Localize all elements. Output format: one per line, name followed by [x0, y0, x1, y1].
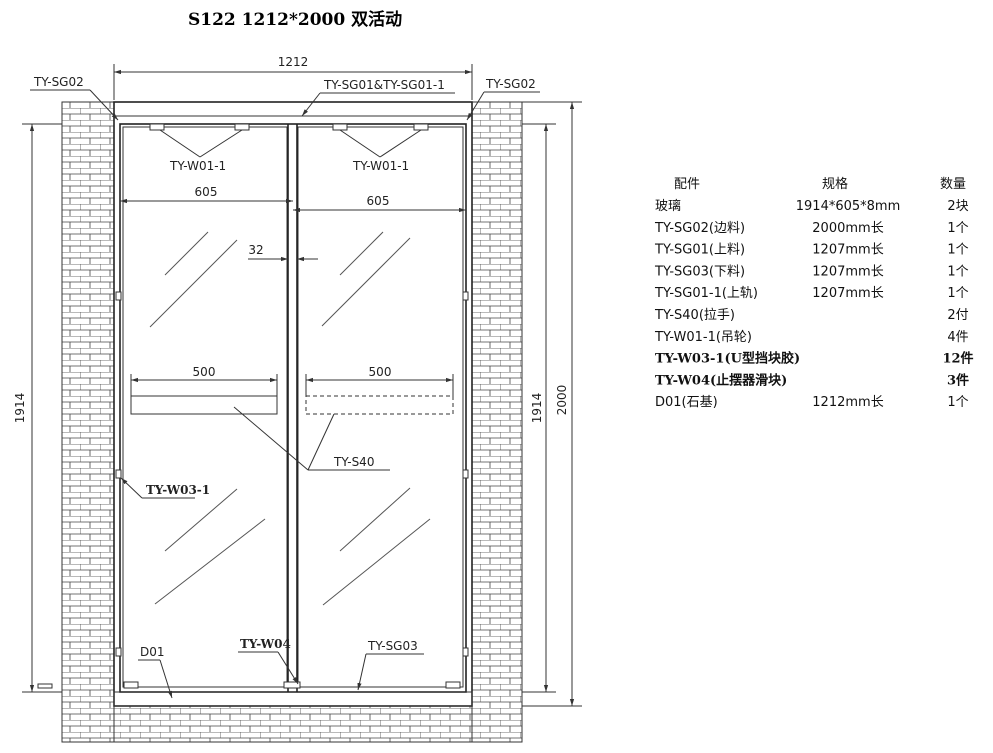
- table-cell-qty: 1个: [947, 243, 968, 258]
- table-cell-part: TY-W04(止摆器滑块): [655, 372, 787, 388]
- left-handle: [130, 395, 278, 415]
- table-cell-qty: 1个: [947, 221, 968, 236]
- table-row: D01(石基) 1212mm长 1个: [655, 395, 969, 410]
- dim-height-left: 1914: [13, 123, 62, 693]
- callout-wheel-right: TY-W01-1: [352, 159, 409, 173]
- table-cell-qty: 2块: [947, 199, 968, 214]
- callout-u-block: TY-W03-1: [146, 483, 210, 497]
- callout-sg02-left: TY-SG02: [33, 75, 84, 89]
- table-header-spec: 规格: [822, 176, 848, 192]
- table-row: TY-W04(止摆器滑块) 3件: [655, 372, 969, 388]
- table-header-qty: 数量: [940, 177, 966, 192]
- table-cell-qty: 12件: [942, 351, 973, 367]
- table-cell-part: TY-W03-1(U型挡块胶): [655, 351, 800, 367]
- left-handle-width-label: 500: [193, 365, 216, 379]
- right-inner-height-label: 1914: [530, 393, 544, 424]
- table-header-part: 配件: [674, 177, 700, 192]
- dim-height-right: 1914 2000: [522, 101, 582, 707]
- table-cell-spec: 1207mm长: [812, 243, 883, 258]
- callout-sg02-right: TY-SG02: [485, 77, 536, 91]
- callout-bottom: TY-SG03: [367, 639, 418, 653]
- right-outer-height-label: 2000: [555, 385, 569, 416]
- table-row: 玻璃 1914*605*8mm 2块: [655, 199, 969, 214]
- table-cell-qty: 1个: [947, 286, 968, 301]
- table-cell-qty: 1个: [947, 395, 968, 410]
- table-row: TY-W03-1(U型挡块胶) 12件: [655, 351, 974, 367]
- u-blocks: [37, 291, 469, 689]
- table-cell-qty: 3件: [947, 372, 969, 388]
- right-wall: [471, 101, 523, 743]
- dim-overall-width: 1212: [113, 55, 473, 100]
- table-cell-part: TY-SG01-1(上轨): [654, 286, 758, 301]
- table-cell-qty: 1个: [947, 264, 968, 279]
- drawing-title: S122 1212*2000 双活动: [188, 9, 402, 30]
- dim-panel-widths: 605 605: [120, 185, 466, 213]
- table-cell-part: TY-W01-1(吊轮): [654, 330, 752, 345]
- table-cell-qty: 2付: [947, 308, 968, 323]
- callout-handle: TY-S40: [333, 455, 374, 469]
- table-cell-spec: 1207mm长: [812, 286, 883, 301]
- table-row: TY-SG01-1(上轨) 1207mm长 1个: [654, 286, 969, 301]
- right-panel-width-label: 605: [367, 194, 390, 208]
- left-panel-width-label: 605: [195, 185, 218, 199]
- gap-label: 32: [248, 243, 263, 257]
- table-cell-spec: 1914*605*8mm: [796, 199, 901, 214]
- table-cell-part: TY-S40(拉手): [654, 308, 735, 323]
- dim-handle-widths: 500 500: [130, 365, 454, 396]
- table-cell-part: 玻璃: [655, 199, 681, 214]
- table-row: TY-W01-1(吊轮) 4件: [654, 330, 969, 345]
- table-cell-spec: 1207mm长: [812, 264, 883, 279]
- table-row: TY-SG01(上料) 1207mm长 1个: [654, 243, 969, 258]
- right-handle: [305, 395, 454, 415]
- overall-width-label: 1212: [278, 55, 309, 69]
- callout-top-rail: TY-SG01&TY-SG01-1: [323, 78, 445, 92]
- table-cell-part: TY-SG01(上料): [654, 243, 745, 258]
- glass-reflections: [149, 231, 431, 606]
- floor-bricks: [113, 705, 473, 743]
- table-cell-spec: 2000mm长: [812, 221, 883, 236]
- left-glass-panel: [122, 126, 288, 688]
- table-cell-part: TY-SG02(边料): [654, 221, 745, 236]
- left-height-label: 1914: [13, 393, 27, 424]
- table-cell-spec: 1212mm长: [812, 395, 883, 410]
- callout-wheel-left: TY-W01-1: [169, 159, 226, 173]
- callout-stopper: TY-W04: [240, 637, 291, 651]
- table-row: TY-S40(拉手) 2付: [654, 308, 969, 323]
- left-wall: [61, 101, 115, 743]
- right-handle-width-label: 500: [369, 365, 392, 379]
- stone-base: [113, 691, 473, 707]
- table-cell-part: TY-SG03(下料): [654, 264, 745, 279]
- right-glass-panel: [297, 126, 464, 688]
- callouts: TY-SG02 TY-SG02 TY-SG01&TY-SG01-1 TY-W01…: [30, 75, 540, 699]
- callout-base: D01: [140, 645, 165, 659]
- table-cell-qty: 4件: [947, 330, 968, 345]
- table-row: TY-SG02(边料) 2000mm长 1个: [654, 221, 969, 236]
- table-cell-part: D01(石基): [655, 395, 718, 410]
- dim-gap: 32: [248, 243, 318, 262]
- parts-table: 配件 规格 数量 玻璃 1914*605*8mm 2块 TY-SG02(边料) 2000…: [654, 176, 974, 410]
- table-row: TY-SG03(下料) 1207mm长 1个: [654, 264, 969, 279]
